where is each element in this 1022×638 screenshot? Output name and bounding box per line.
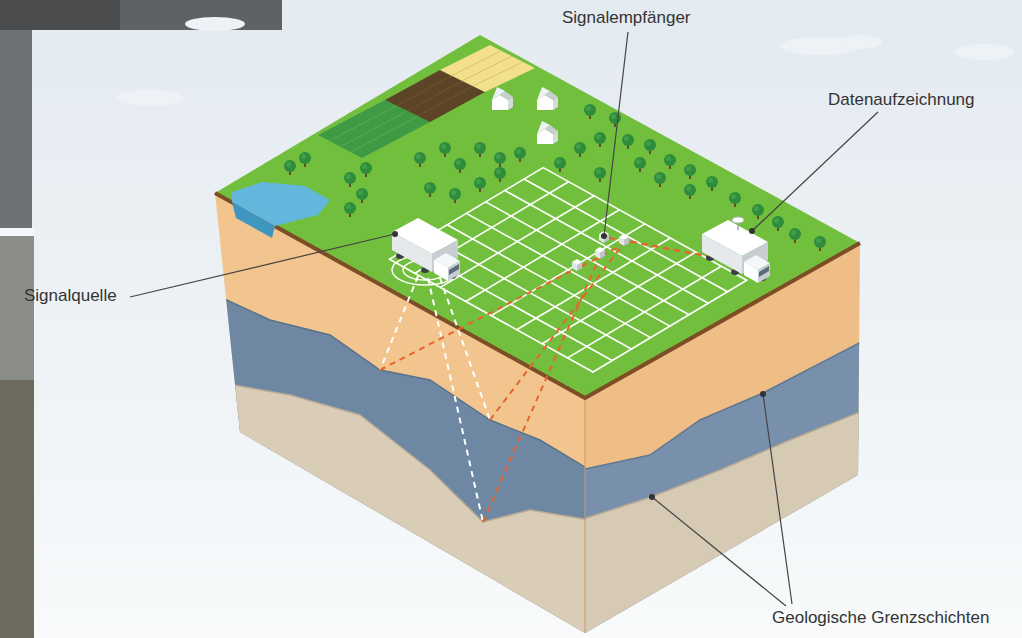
tree [814,236,826,251]
tree [494,152,506,167]
house [537,87,558,110]
tree [454,158,466,173]
tree [664,154,676,169]
truck-body [702,220,770,283]
leader-dots [392,228,766,500]
top-face [215,35,860,398]
house [492,87,513,110]
callout-label: Datenaufzeichnung [826,90,977,110]
tree [654,172,666,187]
tree [622,134,634,149]
signal-receivers [572,231,629,271]
tree [609,112,621,127]
survey-grid [390,168,747,372]
geophone [595,247,605,259]
tree [424,182,436,197]
recording-truck [702,217,770,283]
tree [356,188,368,203]
houses [492,87,558,144]
tree [474,142,486,157]
tree [344,202,356,217]
fields [318,45,535,158]
tree [706,176,718,191]
tree [789,228,801,243]
house [537,121,558,144]
tree [494,167,506,182]
vibro-truck [392,218,460,281]
tree [439,142,451,157]
tree [449,188,461,203]
tree [684,184,696,199]
tree [729,192,741,207]
callout-label: Geologische Grenzschichten [770,608,991,628]
callout-label: Signalempfänger [560,8,693,28]
tree [284,160,296,175]
leader-lines [130,32,878,606]
tree [574,142,586,157]
tree [474,177,486,192]
tree [514,147,526,162]
soil-rim [215,193,860,398]
pond [232,182,330,238]
tree [554,157,566,172]
tree [772,216,784,231]
callout-label: Signalquelle [22,286,119,306]
tree [414,152,426,167]
tree [684,164,696,179]
block-edge [585,398,586,633]
tree [344,172,356,187]
geophone [619,234,629,246]
tree [584,104,596,119]
tree [594,167,606,182]
tree [360,162,372,177]
seismic-rays [380,238,718,522]
tree [634,157,646,172]
trees [284,104,826,251]
tree [594,132,606,147]
tree [752,204,764,219]
geophone [572,259,582,271]
tree [644,139,656,154]
tree [299,152,311,167]
